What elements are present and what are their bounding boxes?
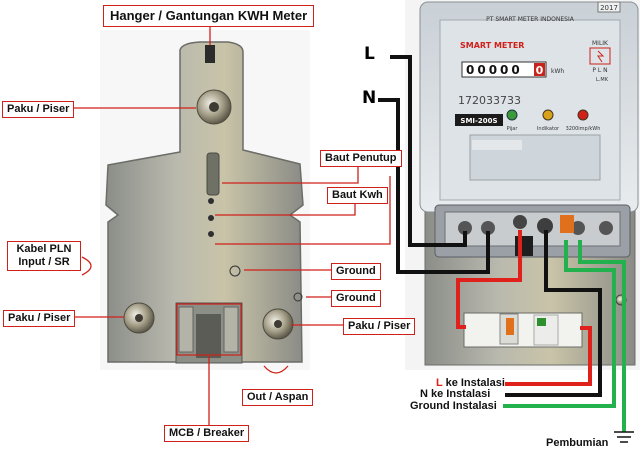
kabel-pln-label: Kabel PLN Input / SR	[7, 241, 81, 271]
meter-milik: MILIK	[592, 40, 609, 47]
hanger-slot	[205, 45, 215, 63]
kwh-bolt-hole-3	[208, 198, 214, 204]
led-label-imp: 3200imp/kWh	[566, 126, 601, 132]
meter-counter-last: 0	[536, 64, 544, 77]
led-pijar	[507, 110, 517, 120]
mcb	[464, 313, 582, 347]
led-label-pijar: Pijar	[507, 126, 519, 132]
led-indikator	[543, 110, 553, 120]
neutral-n-label: N	[362, 88, 376, 108]
pembumian-label: Pembumian	[546, 437, 608, 450]
ground-label-2: Ground	[331, 290, 381, 307]
earth-symbol	[614, 432, 634, 442]
mcb-breaker-label: MCB / Breaker	[164, 425, 249, 442]
cover-slot	[207, 153, 219, 195]
meter-company: PT SMART METER INDONESIA	[486, 16, 575, 23]
kwh-bolt-hole-2	[208, 231, 214, 237]
out-aspan-label: Out / Aspan	[242, 389, 313, 406]
meter-model: SMI-200S	[460, 117, 497, 125]
hanger-photo	[100, 30, 310, 370]
baut-penutup-label: Baut Penutup	[320, 150, 402, 167]
ground-instalasi-label: Ground Instalasi	[410, 400, 497, 413]
meter-photo: PT SMART METER INDONESIA 2017 SMART METE…	[405, 0, 640, 370]
paku-piser-right-label: Paku / Piser	[343, 318, 415, 335]
paku-piser-top-label: Paku / Piser	[2, 101, 74, 118]
paku-piser-left-label: Paku / Piser	[3, 310, 75, 327]
ground-label-1: Ground	[331, 263, 381, 280]
meter-brand: SMART METER	[460, 41, 524, 50]
meter-serial: 172033733	[458, 94, 521, 107]
phase-l-label: L	[364, 44, 375, 64]
meter-year: 2017	[600, 4, 618, 12]
led-imp	[578, 110, 588, 120]
led-label-indikator: Indikator	[537, 126, 560, 132]
baut-kwh-label: Baut Kwh	[327, 187, 388, 204]
meter-lmk: L.MK	[596, 77, 609, 83]
meter-counter-digits: 00000	[466, 63, 523, 77]
meter-pln: P L N	[592, 67, 607, 74]
title-label: Hanger / Gantungan KWH Meter	[103, 5, 314, 27]
meter-unit: kWh	[551, 68, 564, 75]
kwh-bolt-hole-1	[208, 215, 214, 221]
